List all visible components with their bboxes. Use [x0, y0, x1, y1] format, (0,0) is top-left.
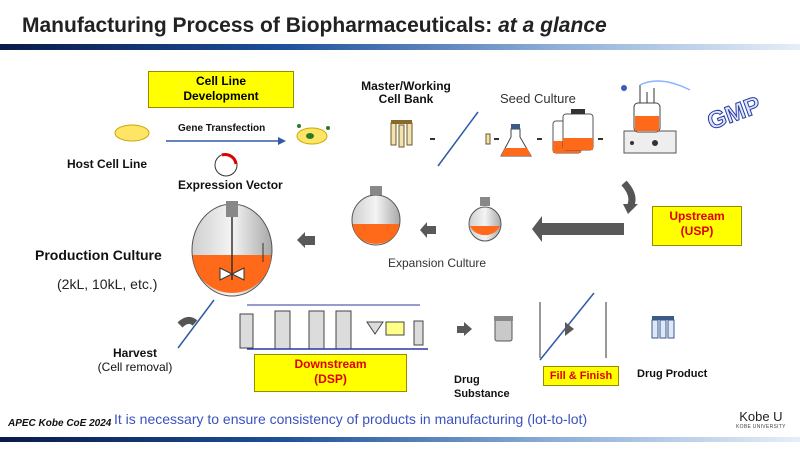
expansion-reactor-small-icon	[468, 197, 502, 242]
seed-culture-label: Seed Culture	[500, 91, 576, 106]
gmp-stamp: GMP	[704, 92, 765, 136]
curve-arrow-harvest	[177, 316, 198, 328]
header-divider	[0, 44, 800, 50]
drug-substance-icon	[494, 316, 513, 342]
dsp-columns-icon	[239, 304, 428, 350]
production-culture-label: Production Culture	[35, 247, 162, 263]
host-cell-line-label: Host Cell Line	[67, 157, 148, 171]
logo-sub: KOBE UNIVERSITY	[736, 424, 786, 430]
curve-arrow-usp	[621, 180, 636, 209]
gene-transfection-label: Gene Transfection	[178, 123, 266, 134]
downstream-box: Downstream(DSP)	[254, 354, 407, 392]
footer-organization: APEC Kobe CoE 2024	[8, 418, 112, 429]
expression-vector-label: Expression Vector	[178, 178, 283, 192]
seed-bioreactor-icon	[621, 80, 691, 154]
consistency-note: It is necessary to ensure consistency of…	[114, 411, 588, 427]
drug-product-icon	[651, 316, 675, 339]
upstream-box: Upstream(USP)	[652, 206, 742, 246]
seed-flask-icon	[500, 124, 532, 157]
arrow-to-expansion	[542, 223, 624, 235]
split-line-1	[437, 111, 479, 167]
expansion-reactor-large-icon	[351, 186, 401, 246]
fill-finish-box: Fill & Finish	[543, 366, 619, 386]
page-title: Manufacturing Process of Biopharmaceutic…	[22, 14, 607, 37]
production-bioreactor-icon	[191, 201, 273, 297]
kobe-u-logo: Kobe U KOBE UNIVERSITY	[736, 409, 786, 430]
seed-bottles-icon	[552, 109, 594, 154]
footer-divider	[0, 437, 800, 442]
expansion-culture-label: Expansion Culture	[388, 256, 487, 270]
harvest-label: Harvest(Cell removal)	[97, 346, 173, 374]
logo-name: Kobe U	[739, 409, 783, 424]
host-cell-icon	[114, 124, 150, 142]
harvest-split-line	[177, 299, 215, 349]
production-capacity-label: (2kL, 10kL, etc.)	[57, 276, 158, 292]
cell-bank-vials-icon	[390, 120, 413, 148]
drug-product-label: Drug Product	[637, 368, 708, 380]
